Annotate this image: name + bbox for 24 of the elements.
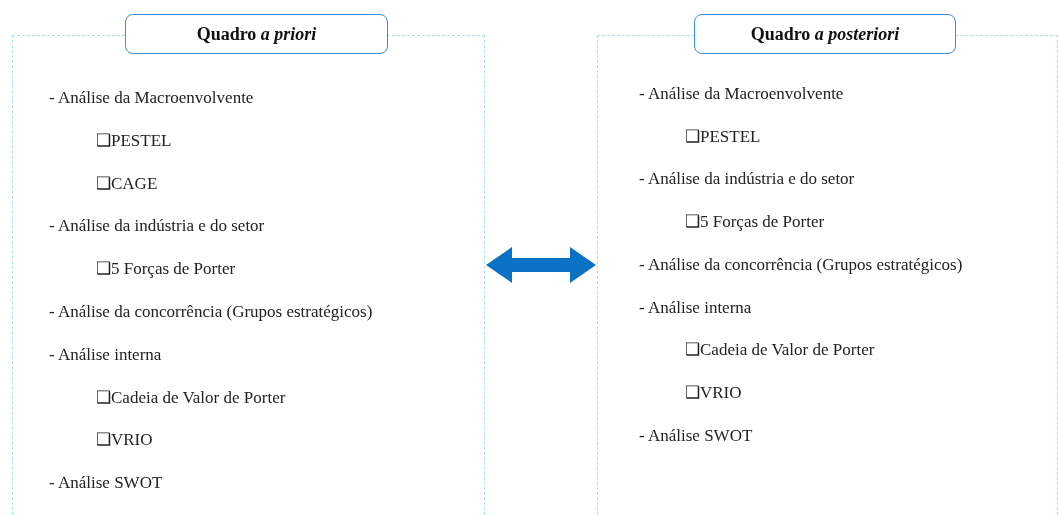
panel-title: Quadro a posteriori xyxy=(750,23,900,45)
sub-item: ❑PESTEL xyxy=(685,126,761,147)
sub-item: ❑VRIO xyxy=(96,430,153,451)
sub-item: ❑CAGE xyxy=(96,173,158,194)
list-item: - Análise da indústria e do setor xyxy=(49,216,265,237)
list-item: - Análise interna xyxy=(639,297,752,318)
list-item: - Análise da concorrência (Grupos estratégicos) xyxy=(639,254,963,275)
sub-item: ❑5 Forças de Porter xyxy=(96,259,236,280)
sub-item: ❑5 Forças de Porter xyxy=(685,212,825,233)
panel-title: Quadro a priori xyxy=(196,23,317,45)
list-item: - Análise da Macroenvolvente xyxy=(639,84,844,104)
title-box xyxy=(125,14,388,54)
list-item: - Análise da indústria e do setor xyxy=(639,169,855,190)
double-arrow xyxy=(486,247,596,283)
list-item: - Análise SWOT xyxy=(639,425,753,446)
list-item: - Análise da Macroenvolvente xyxy=(49,88,254,108)
title-box xyxy=(694,14,956,54)
list-item: - Análise da concorrência (Grupos estratégicos) xyxy=(49,302,373,322)
sub-item: ❑Cadeia de Valor de Porter xyxy=(96,387,286,408)
sub-item: ❑VRIO xyxy=(685,382,742,403)
list-item: - Análise interna xyxy=(49,344,162,365)
list-item: - Análise SWOT xyxy=(49,473,163,494)
sub-item: ❑Cadeia de Valor de Porter xyxy=(685,340,875,361)
sub-item: ❑PESTEL xyxy=(96,130,172,151)
